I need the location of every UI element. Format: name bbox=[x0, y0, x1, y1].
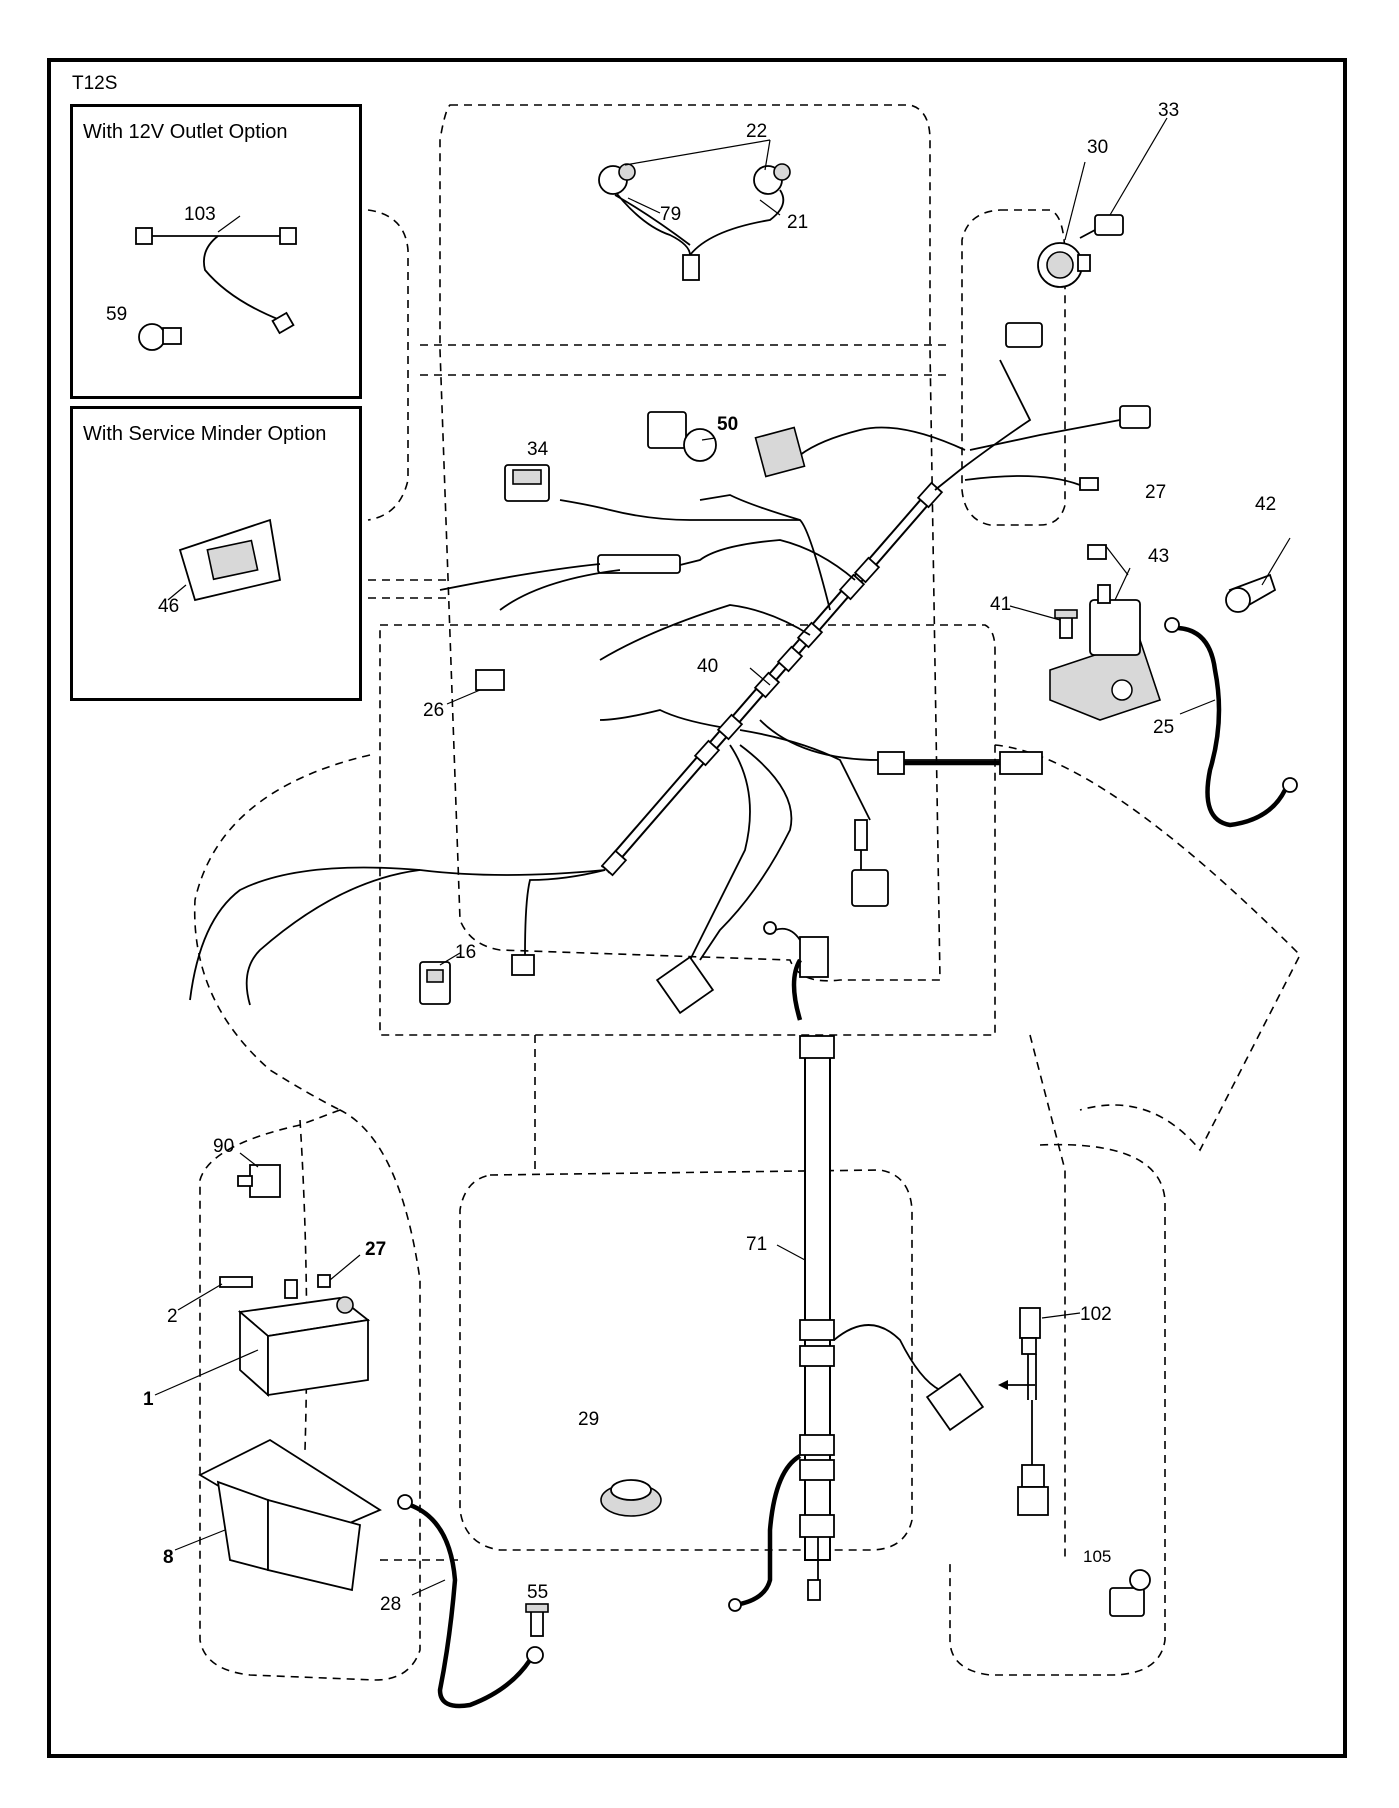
callout-labels: 22 79 21 30 33 50 34 27 42 43 41 40 25 2… bbox=[106, 100, 1276, 1615]
connector-seat-switch bbox=[851, 869, 889, 907]
callout-105: 105 bbox=[1083, 1547, 1111, 1566]
leader-lines bbox=[154, 117, 1291, 1596]
callout-59: 59 bbox=[106, 304, 127, 325]
callout-43: 43 bbox=[1148, 546, 1169, 567]
callout-103: 103 bbox=[184, 204, 216, 225]
bolt-55 bbox=[525, 1603, 549, 1637]
callout-102: 102 bbox=[1080, 1304, 1112, 1325]
callout-33: 33 bbox=[1158, 100, 1179, 121]
inset-service-minder-option: With Service Minder Option bbox=[70, 406, 362, 701]
callout-27: 27 bbox=[1145, 482, 1166, 503]
callout-26: 26 bbox=[423, 700, 444, 721]
tractor-outline bbox=[193, 104, 1301, 1681]
ignition-switch-30 bbox=[1037, 242, 1091, 288]
callout-27: 27 bbox=[365, 1239, 386, 1260]
pto-switch-50 bbox=[647, 411, 717, 462]
callout-90: 90 bbox=[213, 1136, 234, 1157]
model-code: T12S bbox=[72, 73, 118, 94]
callout-2: 2 bbox=[167, 1306, 178, 1327]
inset-title-service-minder: With Service Minder Option bbox=[83, 423, 327, 445]
callout-34: 34 bbox=[527, 439, 549, 460]
callout-21: 21 bbox=[787, 212, 808, 233]
harness-102 bbox=[1017, 1307, 1049, 1516]
cable-boot-42 bbox=[1225, 573, 1277, 613]
starter-solenoid-43 bbox=[1049, 584, 1162, 721]
outlet-harness-103 bbox=[135, 227, 297, 335]
callout-8: 8 bbox=[163, 1547, 174, 1568]
nut-27-top bbox=[1087, 544, 1107, 560]
relay-connector bbox=[655, 955, 715, 1015]
cable-25 bbox=[1164, 617, 1298, 828]
switch-34 bbox=[504, 464, 550, 502]
callout-40: 40 bbox=[697, 656, 718, 677]
callout-55: 55 bbox=[527, 1582, 548, 1603]
callout-1: 1 bbox=[143, 1389, 154, 1410]
nut-27-battery bbox=[317, 1274, 331, 1288]
callout-46: 46 bbox=[158, 596, 179, 617]
callout-79: 79 bbox=[660, 204, 681, 225]
callout-16: 16 bbox=[455, 942, 476, 963]
bolt-2 bbox=[219, 1276, 253, 1288]
battery-tray-8 bbox=[198, 1438, 382, 1592]
12v-outlet-59 bbox=[138, 323, 182, 351]
callout-22: 22 bbox=[746, 121, 767, 142]
callout-28: 28 bbox=[380, 1594, 401, 1615]
callout-42: 42 bbox=[1255, 494, 1276, 515]
battery-1 bbox=[237, 1279, 371, 1398]
connector-16 bbox=[419, 961, 451, 1005]
rear-wiring-harness-71 bbox=[728, 921, 985, 1612]
callout-29: 29 bbox=[578, 1409, 599, 1430]
headlight-assembly-21-22-79 bbox=[598, 163, 791, 281]
switch-105 bbox=[1109, 1569, 1151, 1617]
inset-title-12v-outlet: With 12V Outlet Option bbox=[83, 121, 288, 143]
bolt-41 bbox=[1054, 609, 1078, 639]
connector-top-right bbox=[1005, 322, 1043, 348]
callout-30: 30 bbox=[1087, 137, 1108, 158]
callout-50: 50 bbox=[717, 414, 738, 435]
diagram-frame bbox=[47, 58, 1347, 1758]
main-wiring-harness bbox=[189, 322, 1151, 1006]
callout-25: 25 bbox=[1153, 717, 1174, 738]
relay-90 bbox=[237, 1164, 281, 1198]
ignition-key-33 bbox=[1079, 214, 1124, 239]
inset-12v-outlet-option: With 12V Outlet Option bbox=[70, 104, 362, 399]
callout-71: 71 bbox=[746, 1234, 767, 1255]
fuse-26 bbox=[475, 669, 505, 691]
callout-41: 41 bbox=[990, 594, 1011, 615]
grommet-29 bbox=[600, 1479, 662, 1517]
service-minder-46 bbox=[178, 518, 282, 602]
arrow-harness-102 bbox=[998, 1380, 1035, 1390]
cable-28 bbox=[397, 1494, 544, 1709]
